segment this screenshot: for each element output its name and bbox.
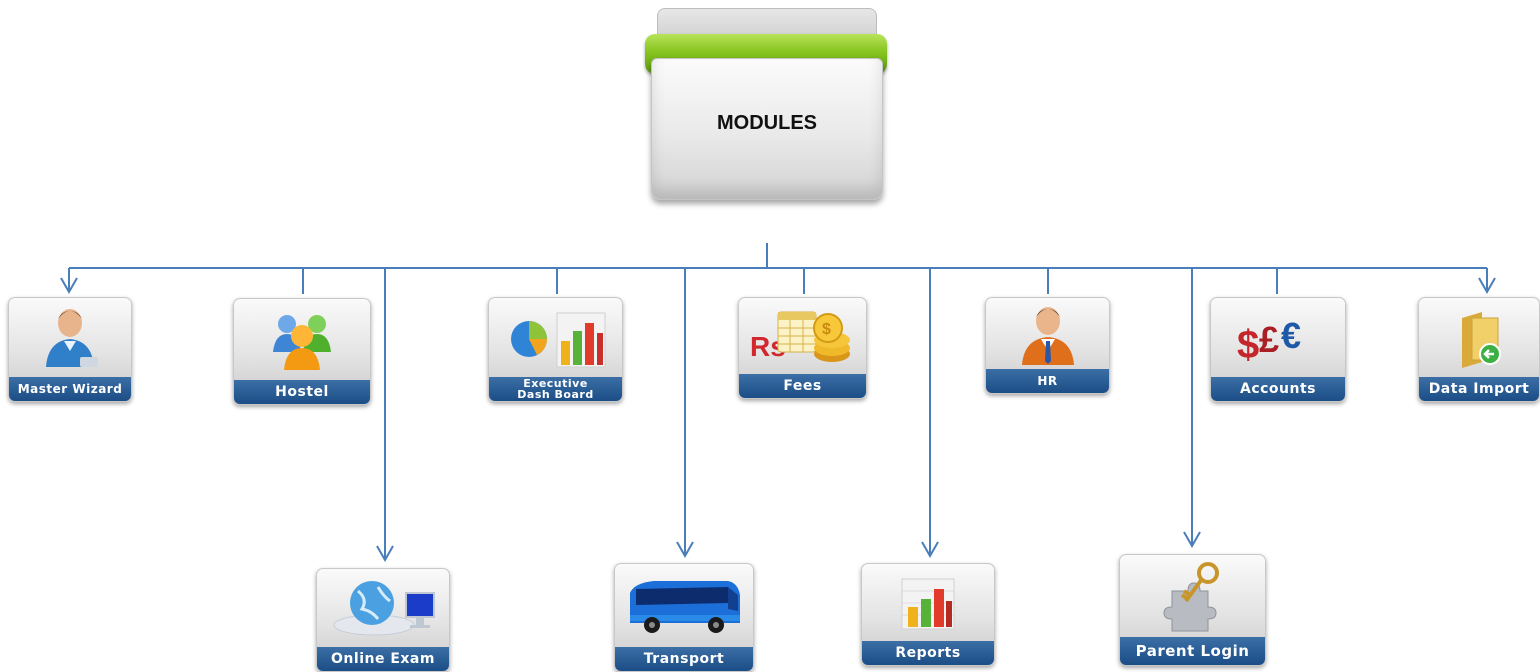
online-exam-tile[interactable]: Online Exam: [316, 568, 450, 672]
accounts-tile[interactable]: $ £ € Accounts: [1210, 297, 1346, 402]
globe-computer-icon: [317, 569, 449, 647]
transport-label: Transport: [615, 647, 753, 671]
parent-login-tile[interactable]: Parent Login: [1119, 554, 1266, 666]
fees-label: Fees: [739, 374, 866, 398]
bus-icon: [615, 564, 753, 647]
data-import-tile[interactable]: Data Import: [1418, 297, 1540, 402]
group-icon: [234, 299, 370, 380]
businessman-icon: [986, 298, 1109, 369]
hr-label: HR: [986, 369, 1109, 393]
svg-text:$: $: [1237, 323, 1259, 367]
master-wizard-label: Master Wizard: [9, 377, 131, 401]
folder-import-icon: [1419, 298, 1539, 377]
svg-text:£: £: [1259, 319, 1279, 360]
modules-folder[interactable]: MODULES: [645, 8, 887, 200]
accounts-label: Accounts: [1211, 377, 1345, 401]
data-import-label: Data Import: [1419, 377, 1539, 401]
executive-dashboard-tile[interactable]: Executive Dash Board: [488, 297, 623, 402]
pie-chart-icon: [489, 298, 622, 377]
fees-tile[interactable]: Rs $ Fees: [738, 297, 867, 399]
hostel-tile[interactable]: Hostel: [233, 298, 371, 405]
reports-tile[interactable]: Reports: [861, 563, 995, 666]
user-icon: [9, 298, 131, 377]
modules-title: MODULES: [717, 112, 817, 134]
hostel-label: Hostel: [234, 380, 370, 404]
svg-text:$: $: [822, 321, 831, 338]
executive-dashboard-label: Executive Dash Board: [489, 377, 622, 401]
rupee-coins-icon: Rs $: [739, 298, 866, 374]
svg-text:€: €: [1281, 315, 1301, 356]
hr-tile[interactable]: HR: [985, 297, 1110, 394]
key-puzzle-icon: [1120, 555, 1265, 641]
transport-tile[interactable]: Transport: [614, 563, 754, 672]
currency-icon: $ £ €: [1211, 298, 1345, 377]
online-exam-label: Online Exam: [317, 647, 449, 671]
bar-chart-icon: [862, 564, 994, 641]
reports-label: Reports: [862, 641, 994, 665]
master-wizard-tile[interactable]: Master Wizard: [8, 297, 132, 402]
parent-login-label: Parent Login: [1120, 637, 1265, 665]
